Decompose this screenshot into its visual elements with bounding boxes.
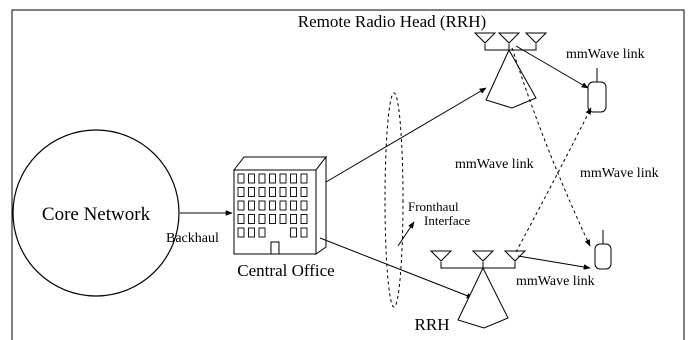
- building-window: [248, 200, 255, 211]
- building-window: [237, 187, 245, 197]
- central-office-building: [232, 155, 328, 255]
- rrh-bottom-label: RRH: [415, 315, 450, 334]
- building-window: [269, 187, 276, 197]
- building-window: [290, 227, 297, 238]
- building-window: [290, 173, 297, 184]
- mmwave-label-mid-right: mmWave link: [580, 166, 659, 181]
- building-window: [269, 200, 276, 211]
- building-windows: [237, 173, 308, 238]
- building-window: [300, 227, 308, 238]
- rrh-top-label: Remote Radio Head (RRH): [298, 12, 486, 31]
- mmwave-link-dashed-bottom-to-top-device: [515, 107, 592, 253]
- building-window: [269, 214, 276, 224]
- fronthaul-link-bottom: [319, 237, 474, 299]
- fronthaul-interface-ellipse: [384, 92, 404, 308]
- building-window: [258, 214, 266, 224]
- building-window: [237, 173, 245, 184]
- building-window: [300, 187, 308, 197]
- mmwave-link-dashed-top-to-bottom-device: [511, 47, 591, 247]
- frame-border: [11, 9, 685, 340]
- building-window: [279, 200, 287, 211]
- mmwave-label-top-right: mmWave link: [566, 47, 645, 62]
- rrh-top-tower: [485, 48, 537, 109]
- mmwave-link-solid-top: [515, 45, 589, 89]
- building-window: [258, 200, 266, 211]
- core-network-label: Core Network: [42, 204, 151, 225]
- building-window: [290, 200, 297, 211]
- antenna-icon: [473, 32, 497, 44]
- fronthaul-label-line1: Fronthaul: [408, 199, 459, 214]
- antenna-icon: [429, 250, 453, 262]
- rrh-bottom-tower: [457, 266, 509, 329]
- building-window: [279, 173, 287, 184]
- building-window: [237, 227, 245, 238]
- building-window: [237, 200, 245, 211]
- antenna-icon: [503, 250, 527, 262]
- fronthaul-link-top: [325, 87, 487, 183]
- building-window: [279, 214, 287, 224]
- building-window: [248, 187, 255, 197]
- building-window: [269, 173, 276, 184]
- antenna-icon: [471, 250, 495, 262]
- antenna-icon: [497, 32, 521, 44]
- central-office-label: Central Office: [237, 261, 334, 280]
- fronthaul-label-line2: Interface: [424, 213, 470, 228]
- fronthaul-pointer-arrow: [397, 221, 415, 247]
- building-window: [279, 187, 287, 197]
- building-window: [300, 173, 308, 184]
- building-window: [248, 214, 255, 224]
- building-window: [258, 227, 266, 238]
- backhaul-label: Backhaul: [166, 231, 219, 246]
- mobile-device-top: [587, 68, 607, 113]
- building-window: [290, 214, 297, 224]
- mmwave-label-bottom: mmWave link: [516, 274, 595, 289]
- mobile-device-bottom: [594, 230, 612, 270]
- antenna-icon: [524, 32, 548, 44]
- building-door: [270, 241, 280, 255]
- building-window: [300, 200, 308, 211]
- mmwave-link-solid-bottom: [517, 255, 591, 270]
- building-window: [258, 173, 266, 184]
- building-window: [300, 214, 308, 224]
- rrh-bottom-unit: [429, 250, 527, 329]
- building-window: [237, 214, 245, 224]
- building-window: [248, 173, 255, 184]
- mmwave-label-mid-left: mmWave link: [455, 157, 534, 172]
- building-window: [290, 187, 297, 197]
- core-network-circle: [12, 129, 180, 297]
- building-window: [258, 187, 266, 197]
- building-window: [248, 227, 255, 238]
- rrh-top-unit: [473, 32, 548, 109]
